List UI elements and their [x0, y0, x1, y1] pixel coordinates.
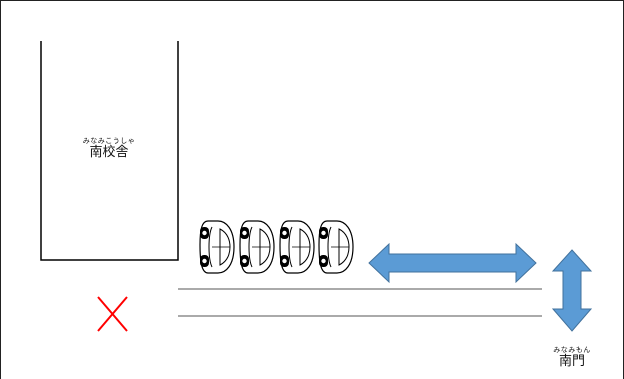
- car-icon: [199, 220, 235, 274]
- building-name: 南校舎: [89, 145, 129, 160]
- building-outline: [40, 41, 179, 261]
- cross-mark-icon: [97, 296, 128, 332]
- car-icon: [239, 220, 275, 274]
- building-ruby: みなみこうしゃ: [82, 137, 136, 145]
- car-icon: [279, 220, 315, 274]
- car-icon: [318, 220, 354, 274]
- double-arrow-horizontal-icon: [368, 242, 537, 284]
- double-arrow-vertical-icon: [551, 249, 593, 332]
- gate-name: 南門: [558, 354, 585, 369]
- building-label: みなみこうしゃ 南校舎: [73, 137, 145, 160]
- gate-ruby: みなみもん: [553, 346, 591, 354]
- parked-cars: [199, 220, 354, 274]
- gate-label: みなみもん 南門: [549, 346, 595, 369]
